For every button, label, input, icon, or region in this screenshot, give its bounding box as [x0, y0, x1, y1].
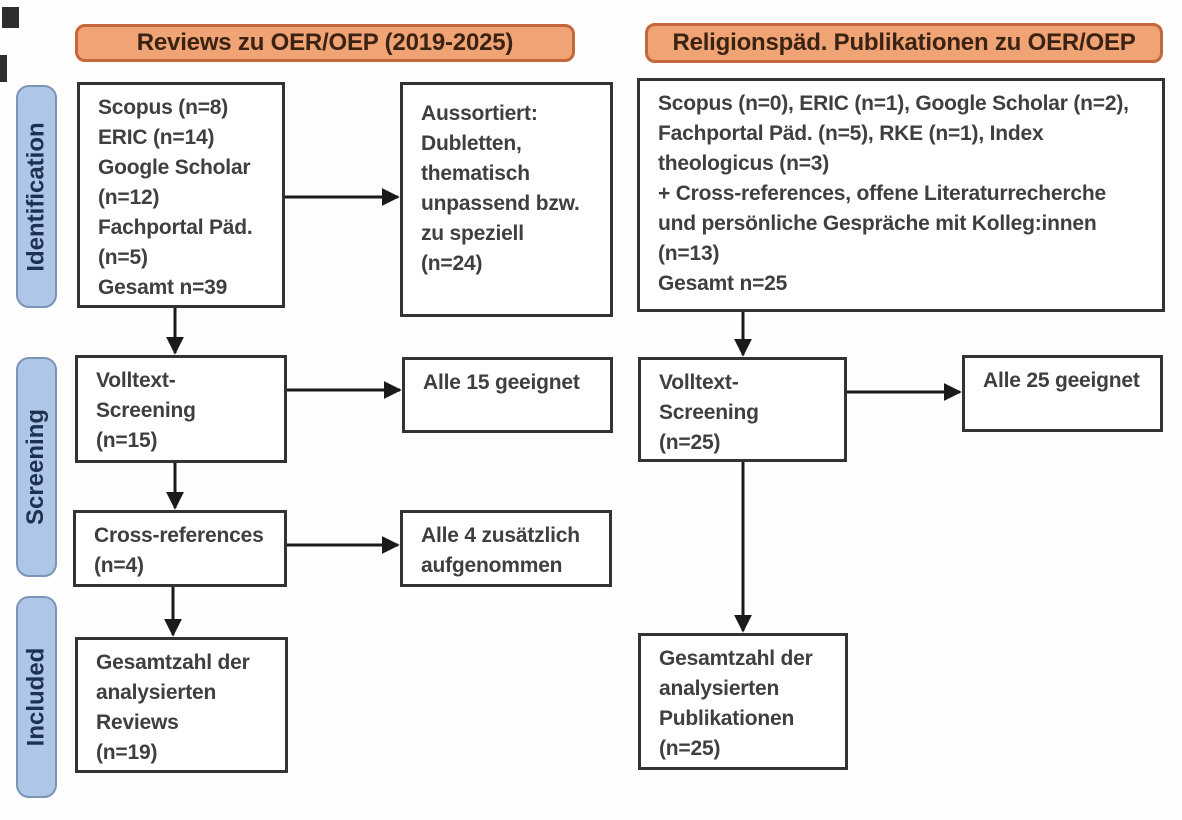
- column-header-religionspaed: Religionspäd. Publikationen zu OER/OEP: [645, 23, 1163, 63]
- stage-label-identification: Identification: [16, 85, 57, 308]
- stage-label-screening-text: Screening: [22, 408, 50, 526]
- box-reviews-excluded: Aussortiert: Dubletten, thematisch unpas…: [400, 82, 613, 317]
- box-reviews-total: Gesamtzahl der analysierten Reviews (n=1…: [75, 637, 288, 773]
- stage-label-included-text: Included: [22, 647, 50, 747]
- box-reviews-crossreferences: Cross-references (n=4): [73, 510, 287, 587]
- stage-label-included: Included: [16, 596, 57, 798]
- box-reviews-eligible: Alle 15 geeignet: [402, 357, 613, 433]
- scan-mark-top-left: [2, 7, 19, 28]
- box-relpaed-fulltext-screening: Volltext- Screening (n=25): [638, 357, 847, 462]
- box-reviews-sources: Scopus (n=8) ERIC (n=14) Google Scholar …: [77, 82, 285, 308]
- stage-label-identification-text: Identification: [22, 121, 50, 272]
- box-relpaed-eligible: Alle 25 geeignet: [962, 355, 1163, 432]
- stage-label-screening: Screening: [16, 357, 57, 577]
- box-relpaed-sources: Scopus (n=0), ERIC (n=1), Google Scholar…: [637, 78, 1165, 312]
- box-reviews-fulltext-screening: Volltext- Screening (n=15): [75, 355, 287, 463]
- scan-mark-left-edge: [0, 55, 7, 82]
- box-reviews-crossref-added: Alle 4 zusätzlich aufgenommen: [400, 510, 612, 587]
- box-relpaed-total: Gesamtzahl der analysierten Publikatione…: [638, 633, 848, 770]
- column-header-reviews: Reviews zu OER/OEP (2019-2025): [75, 24, 575, 62]
